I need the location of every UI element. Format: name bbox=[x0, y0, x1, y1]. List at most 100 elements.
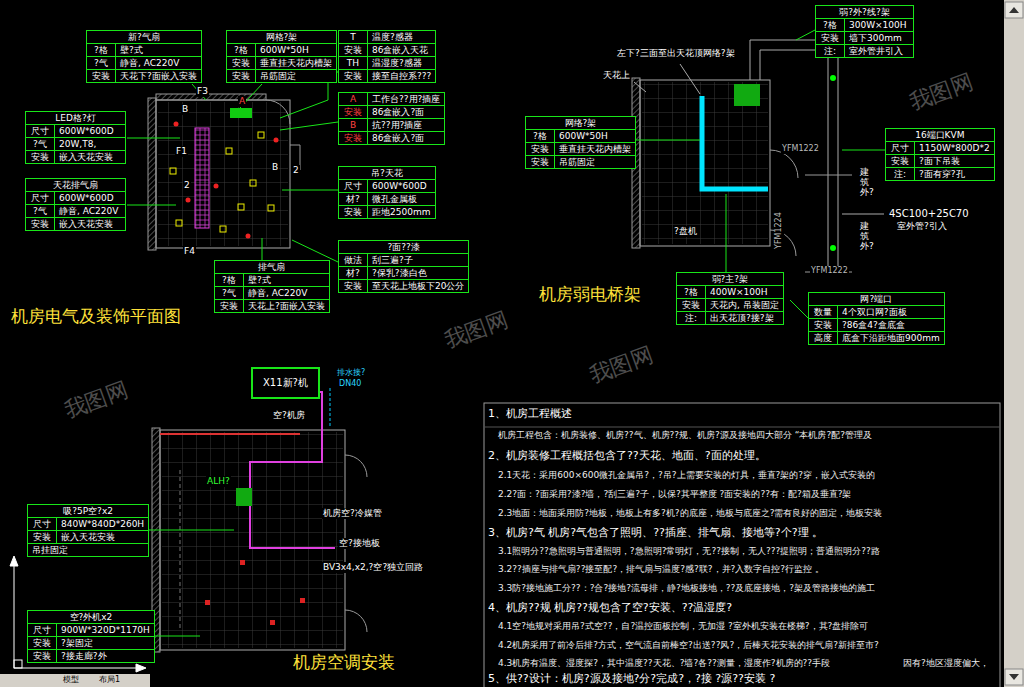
table-row: 安装吊筋固定 bbox=[526, 155, 635, 168]
electrical-plan bbox=[170, 132, 274, 232]
table-row: 注:?面有穿?孔 bbox=[886, 167, 994, 180]
table-row: ?气静音, AC220V bbox=[87, 56, 201, 69]
table-row: 注:出天花顶?接?架 bbox=[677, 311, 783, 324]
spec-value: 墙下300mm bbox=[845, 32, 913, 44]
spec-value: 86盒嵌入天花 bbox=[368, 44, 435, 56]
spec-table: 吊?天花尺寸600W*600D材?微孔金属板安装距地2500mm bbox=[338, 166, 436, 219]
table-row: 安装距地2500mm bbox=[339, 205, 435, 218]
pipe-label: DN40 bbox=[338, 379, 362, 389]
spec-key: 安装 bbox=[339, 70, 368, 82]
plan-label: B bbox=[271, 162, 279, 173]
table-row: 材?微孔金属板 bbox=[339, 192, 435, 205]
table-row: 安装?86盒4?盒底盒 bbox=[809, 318, 944, 331]
spec-key: 安装 bbox=[339, 44, 368, 56]
spec-value: 距地2500mm bbox=[368, 206, 435, 218]
table-row: 安装天花下?面嵌入安装 bbox=[87, 69, 201, 82]
plan-label: 天花上 bbox=[602, 70, 631, 81]
table-header: 空?外机x2 bbox=[28, 611, 154, 623]
spec-key: 尺寸 bbox=[28, 624, 57, 636]
weak-current-plan bbox=[830, 75, 836, 81]
table-row: ?格300W×100H bbox=[816, 18, 913, 31]
spec-value: 嵌入天花安装 bbox=[57, 531, 148, 543]
spec-key: 安装 bbox=[677, 299, 706, 311]
ucs-icon bbox=[14, 660, 22, 668]
spec-key: ?格 bbox=[816, 19, 845, 31]
spec-table: 吸?5P空?x2尺寸840W*840D*260H安装嵌入天花安装吊挂固定 bbox=[27, 504, 149, 557]
aircon-plan bbox=[270, 620, 275, 625]
electrical-plan bbox=[214, 184, 219, 189]
table-header: 网?端口 bbox=[809, 293, 944, 305]
spec-table: T温度?感器安装86盒嵌入天花TH温湿度?感器安装接至自控系??? bbox=[338, 30, 436, 83]
spec-value: 出天花顶?接?架 bbox=[706, 312, 783, 324]
table-row: 安装?面下吊装 bbox=[886, 154, 994, 167]
spec-value: 天花内, 吊装固定 bbox=[706, 299, 783, 311]
spec-value: 1150W*800D*2 bbox=[915, 142, 994, 154]
table-row: ?格壁?式 bbox=[215, 273, 329, 286]
door-code: YFM1222 bbox=[810, 266, 849, 276]
spec-key: 安装 bbox=[227, 57, 256, 69]
plan-label: 机房空?冷媒管 bbox=[322, 508, 383, 519]
table-row: 材??保乳?漆白色 bbox=[339, 266, 468, 279]
table-header: LED格?灯 bbox=[26, 112, 125, 124]
aircon-plan bbox=[205, 600, 210, 605]
spec-key: 安装 bbox=[526, 156, 555, 168]
spec-value: 壁?式 bbox=[244, 274, 329, 286]
table-row: 安装墙下300mm bbox=[816, 31, 913, 44]
spec-key: 安装 bbox=[28, 531, 57, 543]
spec-value: 垂直挂天花内槽架 bbox=[256, 57, 336, 69]
aircon-plan bbox=[250, 392, 335, 548]
spec-key: 尺寸 bbox=[26, 192, 55, 204]
leader-line bbox=[790, 300, 808, 318]
spec-table: 弱?外?线?架?格300W×100H安装墙下300mm注:室外管井引入 bbox=[815, 5, 914, 58]
table-header: 弱?主?架 bbox=[677, 273, 783, 285]
spec-key: ?气 bbox=[87, 57, 116, 69]
electrical-plan bbox=[266, 100, 290, 124]
table-header: 吊?天花 bbox=[339, 167, 435, 179]
leader-line bbox=[796, 30, 815, 40]
spec-value: 300W×100H bbox=[845, 19, 913, 31]
weak-current-plan bbox=[842, 214, 884, 215]
note-heading: 3、机房?气 机房?气包含了照明、??插座、排气扇、接地等?个?理 。 bbox=[487, 526, 824, 539]
note-line: 3.3防?接地施工分??：?合?接地?流母排，静?地板接地，??及底座接地，?架… bbox=[497, 583, 876, 594]
electrical-plan bbox=[268, 205, 274, 211]
spec-value: 垂直挂天花内槽架 bbox=[555, 143, 635, 155]
leader-line bbox=[262, 238, 263, 260]
spec-value: 400W×100H bbox=[706, 286, 783, 298]
layout-tab: 模型 bbox=[62, 675, 80, 685]
spec-value: 吊挂固定 bbox=[28, 544, 148, 556]
note-line: 机房工程包含：机房装修、机房??气、机房??规、机房?源及接地四大部分 “本机房… bbox=[497, 430, 873, 441]
table-row: T温度?感器 bbox=[339, 31, 435, 43]
aircon-plan bbox=[160, 433, 300, 435]
table-row: 尺寸600W*600D bbox=[339, 179, 435, 192]
spec-key: 尺寸 bbox=[886, 142, 915, 154]
table-row: 安装86盒嵌入天花 bbox=[339, 43, 435, 56]
door-code: YFM1224 bbox=[774, 211, 784, 250]
spec-table: 16端口KVM尺寸1150W*800D*2安装?面下吊装注:?面有穿?孔 bbox=[885, 128, 995, 181]
table-row: 安装?架固定 bbox=[28, 636, 154, 649]
spec-value: 刮三遍?子 bbox=[368, 254, 468, 266]
electrical-plan bbox=[246, 234, 251, 239]
spec-value: ?面下吊装 bbox=[915, 155, 994, 167]
cable-spec: 4SC100+25C70 bbox=[888, 208, 970, 220]
spec-value: ?架固定 bbox=[57, 637, 154, 649]
spec-key: 安装 bbox=[886, 155, 915, 167]
electrical-plan bbox=[220, 226, 226, 232]
leader-line bbox=[726, 194, 727, 272]
spec-key: 注: bbox=[816, 45, 845, 57]
weak-current-plan bbox=[632, 40, 884, 272]
table-row: 安装接至自控系??? bbox=[339, 69, 435, 82]
table-row: B抗??用?插座 bbox=[339, 118, 444, 131]
ui-chrome bbox=[1009, 7, 1019, 680]
spec-value: 嵌入天花安装 bbox=[55, 151, 125, 163]
table-row: 注:室外管井引入 bbox=[816, 44, 913, 57]
plan-label: F1 bbox=[175, 146, 188, 157]
spec-value: 600W*600D bbox=[368, 180, 435, 192]
leader-line bbox=[127, 30, 885, 636]
leader-line bbox=[127, 138, 180, 139]
electrical-plan bbox=[186, 198, 191, 203]
weak-current-plan bbox=[640, 80, 770, 246]
spec-value: 接至自控系??? bbox=[368, 70, 435, 82]
spec-key: ?格 bbox=[227, 44, 256, 56]
